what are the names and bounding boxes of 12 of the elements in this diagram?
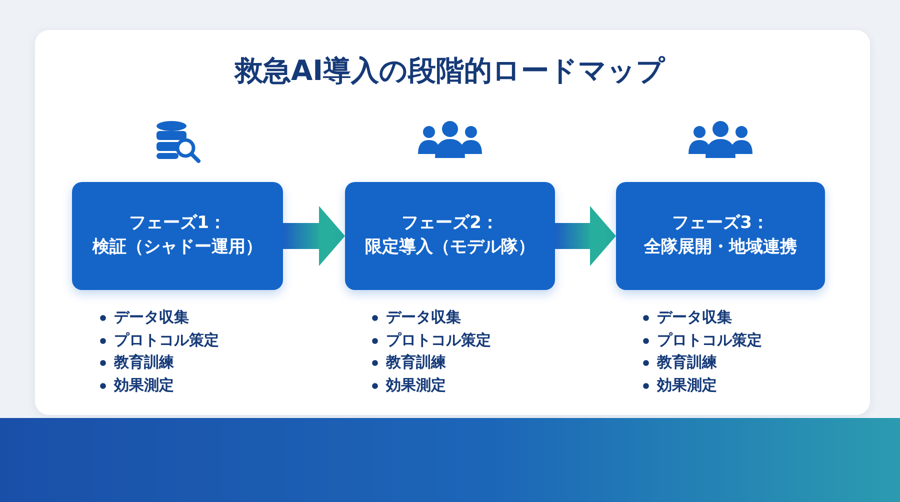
- block-arrow: [283, 206, 345, 266]
- phase-box: [616, 182, 825, 290]
- phase-box: [345, 182, 555, 290]
- phase-box: [72, 182, 283, 290]
- phase-heading: フェーズ2：: [402, 212, 498, 236]
- phase-heading: フェーズ1：: [129, 212, 226, 236]
- phase-text: 限定導入（モデル隊）: [365, 236, 535, 259]
- phase-text: 検証（シャドー運用）: [92, 236, 262, 259]
- phase-heading: フェーズ3：: [672, 212, 769, 236]
- block-arrow: [555, 206, 616, 266]
- title: 救急AI導入の段階的ロードマップ: [233, 53, 666, 89]
- phase-text: 全隊展開・地域連携: [644, 236, 797, 259]
